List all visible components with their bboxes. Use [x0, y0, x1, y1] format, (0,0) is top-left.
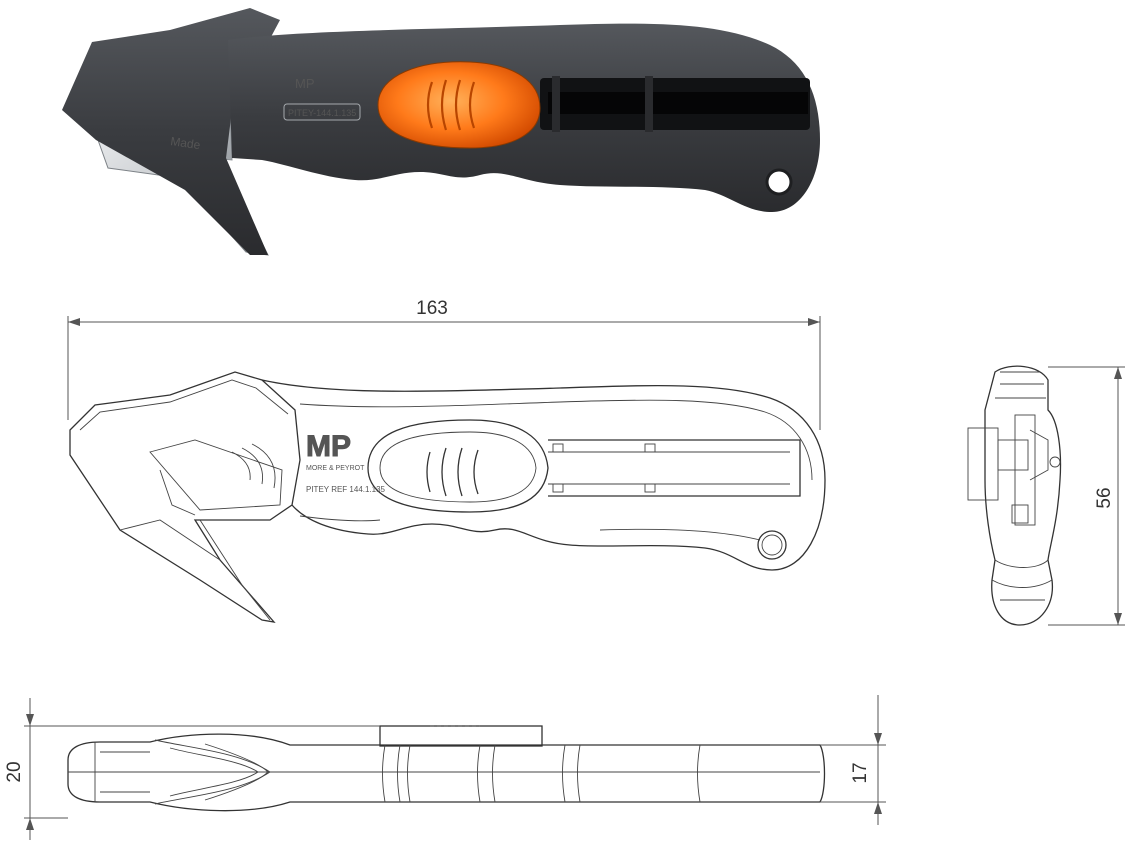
- side-view-drawing: 163 MP MORE & PEYROT PITEY REF 144.1.135: [67, 298, 826, 623]
- photo-lanyard-hole: [765, 168, 793, 196]
- knife-photo: MP PITEY-144.1.135 Made: [62, 8, 820, 256]
- photo-made-text: Made: [170, 134, 202, 152]
- dimension-length: 163: [416, 298, 448, 319]
- drawing-logo: MP: [306, 430, 351, 463]
- dimension-width-max: 20: [4, 761, 25, 782]
- dimension-width-body: 17: [850, 762, 871, 783]
- photo-slider-button: [377, 61, 541, 149]
- drawing-reference: PITEY REF 144.1.135: [306, 485, 386, 494]
- dimension-height: 56: [1094, 487, 1115, 508]
- top-view-drawing: 20 17: [4, 695, 886, 840]
- photo-reference: PITEY-144.1.135: [288, 108, 356, 118]
- drawing-logo-subtitle: MORE & PEYROT: [306, 465, 365, 472]
- end-view-drawing: 56: [967, 365, 1125, 626]
- photo-logo: MP: [295, 76, 315, 91]
- photo-hook: [62, 8, 280, 255]
